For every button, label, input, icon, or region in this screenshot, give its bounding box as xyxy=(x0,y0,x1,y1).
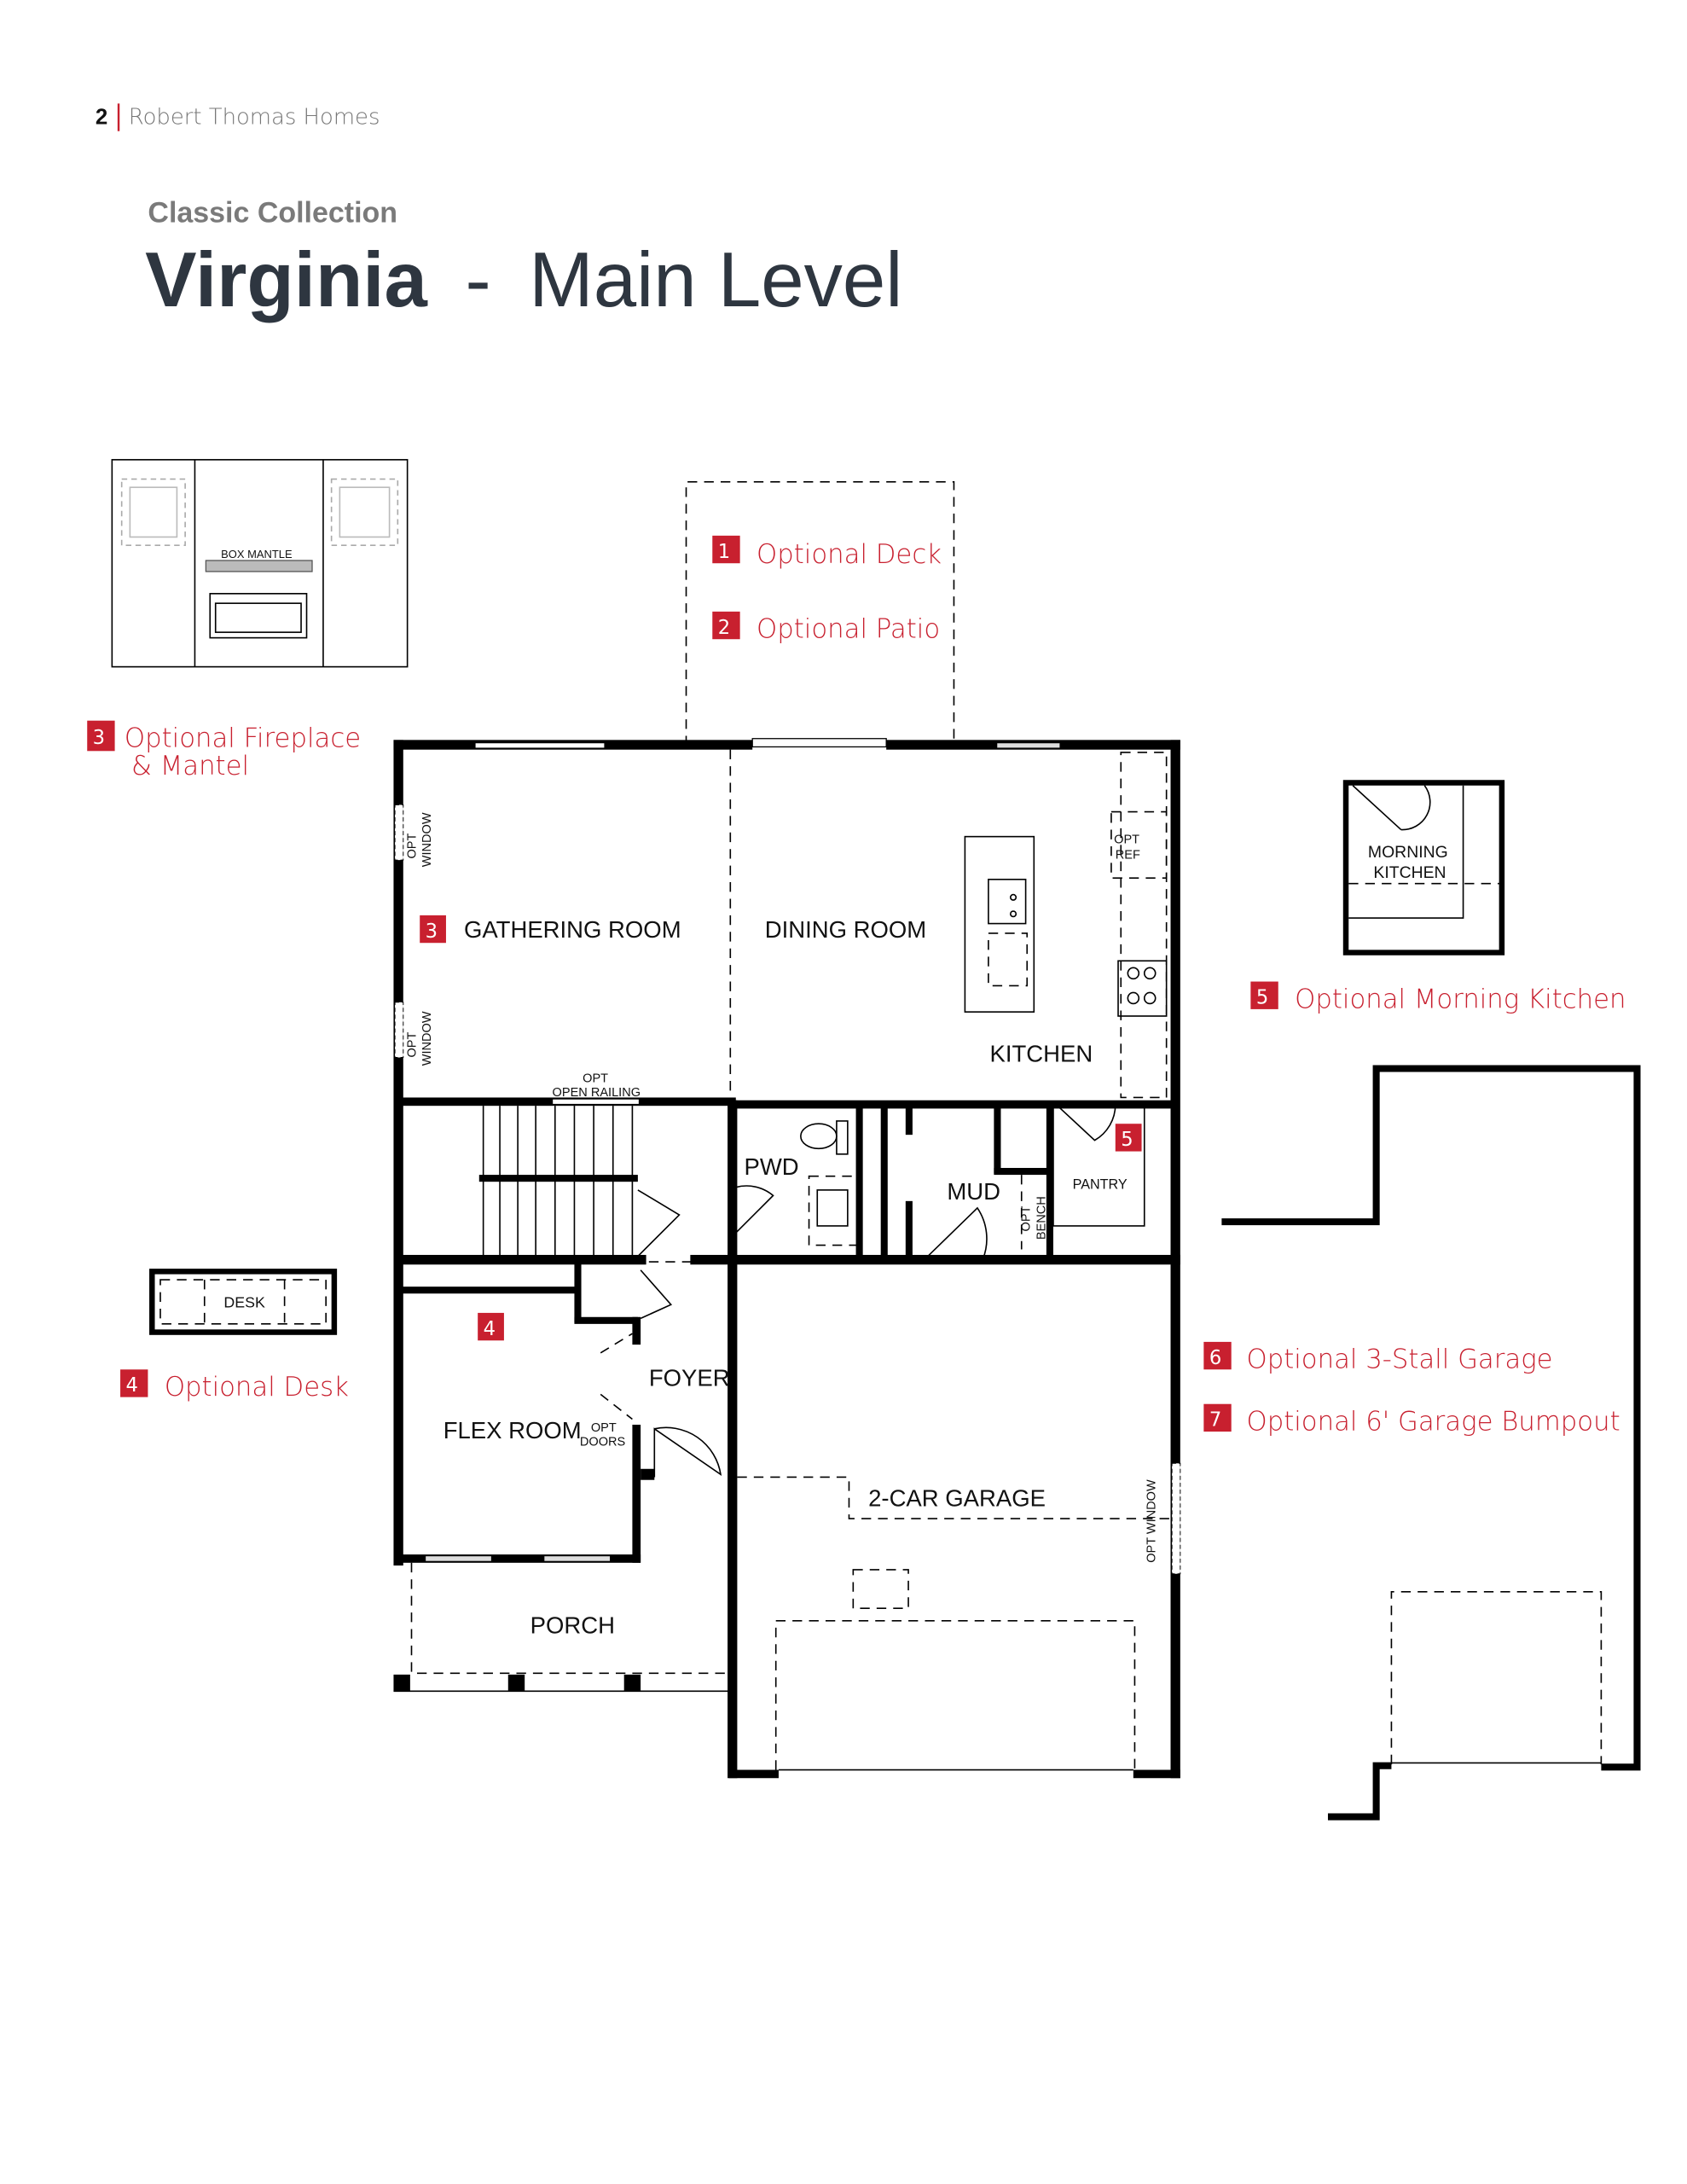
option-6-label: Optional 3-Stall Garage xyxy=(1247,1345,1553,1375)
option-4-callout: 4 Optional Desk xyxy=(120,1369,349,1403)
note-opt-bench-2: BENCH xyxy=(1035,1196,1048,1240)
optional-garage-plan xyxy=(1221,1065,1641,1821)
room-dining: DINING ROOM xyxy=(765,916,926,943)
room-flex: FLEX ROOM xyxy=(443,1417,582,1443)
header-divider xyxy=(117,103,120,131)
option-6-badge: 6 xyxy=(1209,1347,1221,1369)
note-opt-refr-1: OPT xyxy=(1114,834,1139,847)
option-3-callout: 3 Optional Fireplace & Mantel xyxy=(87,720,361,781)
note-opt-railing-1: OPT xyxy=(583,1072,608,1086)
desk-label: DESK xyxy=(223,1293,265,1310)
room-pantry: PANTRY xyxy=(1073,1176,1128,1192)
option-5-callout: 5 Optional Morning Kitchen xyxy=(1250,981,1626,1014)
flex-badge: 4 xyxy=(484,1318,496,1340)
house-walls xyxy=(393,738,1181,1779)
optional-deck-outline xyxy=(685,480,955,746)
brand-name: Robert Thomas Homes xyxy=(129,105,380,131)
fireplace-elevation: BOX MANTLE xyxy=(111,459,409,668)
option-3-label-line2: & Mantel xyxy=(131,751,249,781)
option-7-callout: 7 Optional 6' Garage Bumpout xyxy=(1203,1403,1620,1437)
option-2-label: Optional Patio xyxy=(757,614,940,645)
box-mantle-label: BOX MANTLE xyxy=(221,548,293,561)
room-garage: 2-CAR GARAGE xyxy=(868,1484,1046,1511)
option-3-label: Optional Fireplace xyxy=(125,723,361,753)
room-labels: 3 GATHERING ROOM DINING ROOM KITCHEN PWD… xyxy=(405,812,1158,1638)
room-porch: PORCH xyxy=(530,1612,615,1638)
optional-desk: DESK xyxy=(149,1269,338,1335)
room-mud: MUD xyxy=(947,1178,1000,1205)
room-kitchen: KITCHEN xyxy=(990,1040,1093,1066)
note-opt-doors-1: OPT xyxy=(591,1421,617,1435)
option-4-label: Optional Desk xyxy=(165,1372,349,1403)
gathering-badge: 3 xyxy=(426,921,438,943)
note-opt-window-2a: OPT xyxy=(405,1032,419,1058)
option-5-badge: 5 xyxy=(1256,986,1268,1008)
option-1-badge: 1 xyxy=(718,541,730,563)
page-number: 2 xyxy=(96,106,107,130)
note-opt-doors-2: DOORS xyxy=(580,1435,626,1449)
option-1-callout: 1 Optional Deck xyxy=(712,535,942,570)
room-pwd: PWD xyxy=(744,1153,798,1180)
pantry-badge: 5 xyxy=(1121,1129,1133,1151)
collection-name: Classic Collection xyxy=(148,197,397,229)
note-garage-opt-window: OPT WINDOW xyxy=(1145,1479,1159,1563)
morning-kitchen-label-2: KITCHEN xyxy=(1373,863,1446,882)
note-opt-refr-2: REF xyxy=(1116,849,1140,863)
room-foyer: FOYER xyxy=(649,1365,730,1391)
note-opt-bench-1: OPT xyxy=(1019,1205,1033,1231)
morning-kitchen-plan: MORNING KITCHEN xyxy=(1342,780,1505,956)
level-name: Main Level xyxy=(529,237,902,323)
option-2-callout: 2 Optional Patio xyxy=(712,611,940,645)
option-2-badge: 2 xyxy=(718,617,730,639)
note-opt-railing-2: OPEN RAILING xyxy=(553,1086,641,1100)
option-6-callout: 6 Optional 3-Stall Garage xyxy=(1203,1341,1553,1375)
room-gathering: GATHERING ROOM xyxy=(464,916,681,943)
page-title: Virginia - Main Level xyxy=(145,237,902,323)
note-opt-window-1a: OPT xyxy=(405,834,419,859)
note-opt-window-2b: WINDOW xyxy=(420,1011,434,1066)
plan-name: Virginia xyxy=(145,237,427,323)
staircase xyxy=(478,1098,641,1255)
option-7-badge: 7 xyxy=(1209,1409,1221,1432)
interior-details xyxy=(393,749,1173,1771)
note-opt-window-1b: WINDOW xyxy=(420,812,434,867)
option-3-badge: 3 xyxy=(93,727,105,749)
option-1-label: Optional Deck xyxy=(757,539,942,570)
option-4-badge: 4 xyxy=(126,1374,138,1397)
option-7-label: Optional 6' Garage Bumpout xyxy=(1247,1406,1620,1437)
title-separator: - xyxy=(465,237,490,323)
option-5-label: Optional Morning Kitchen xyxy=(1295,984,1626,1014)
morning-kitchen-label-1: MORNING xyxy=(1368,843,1448,862)
